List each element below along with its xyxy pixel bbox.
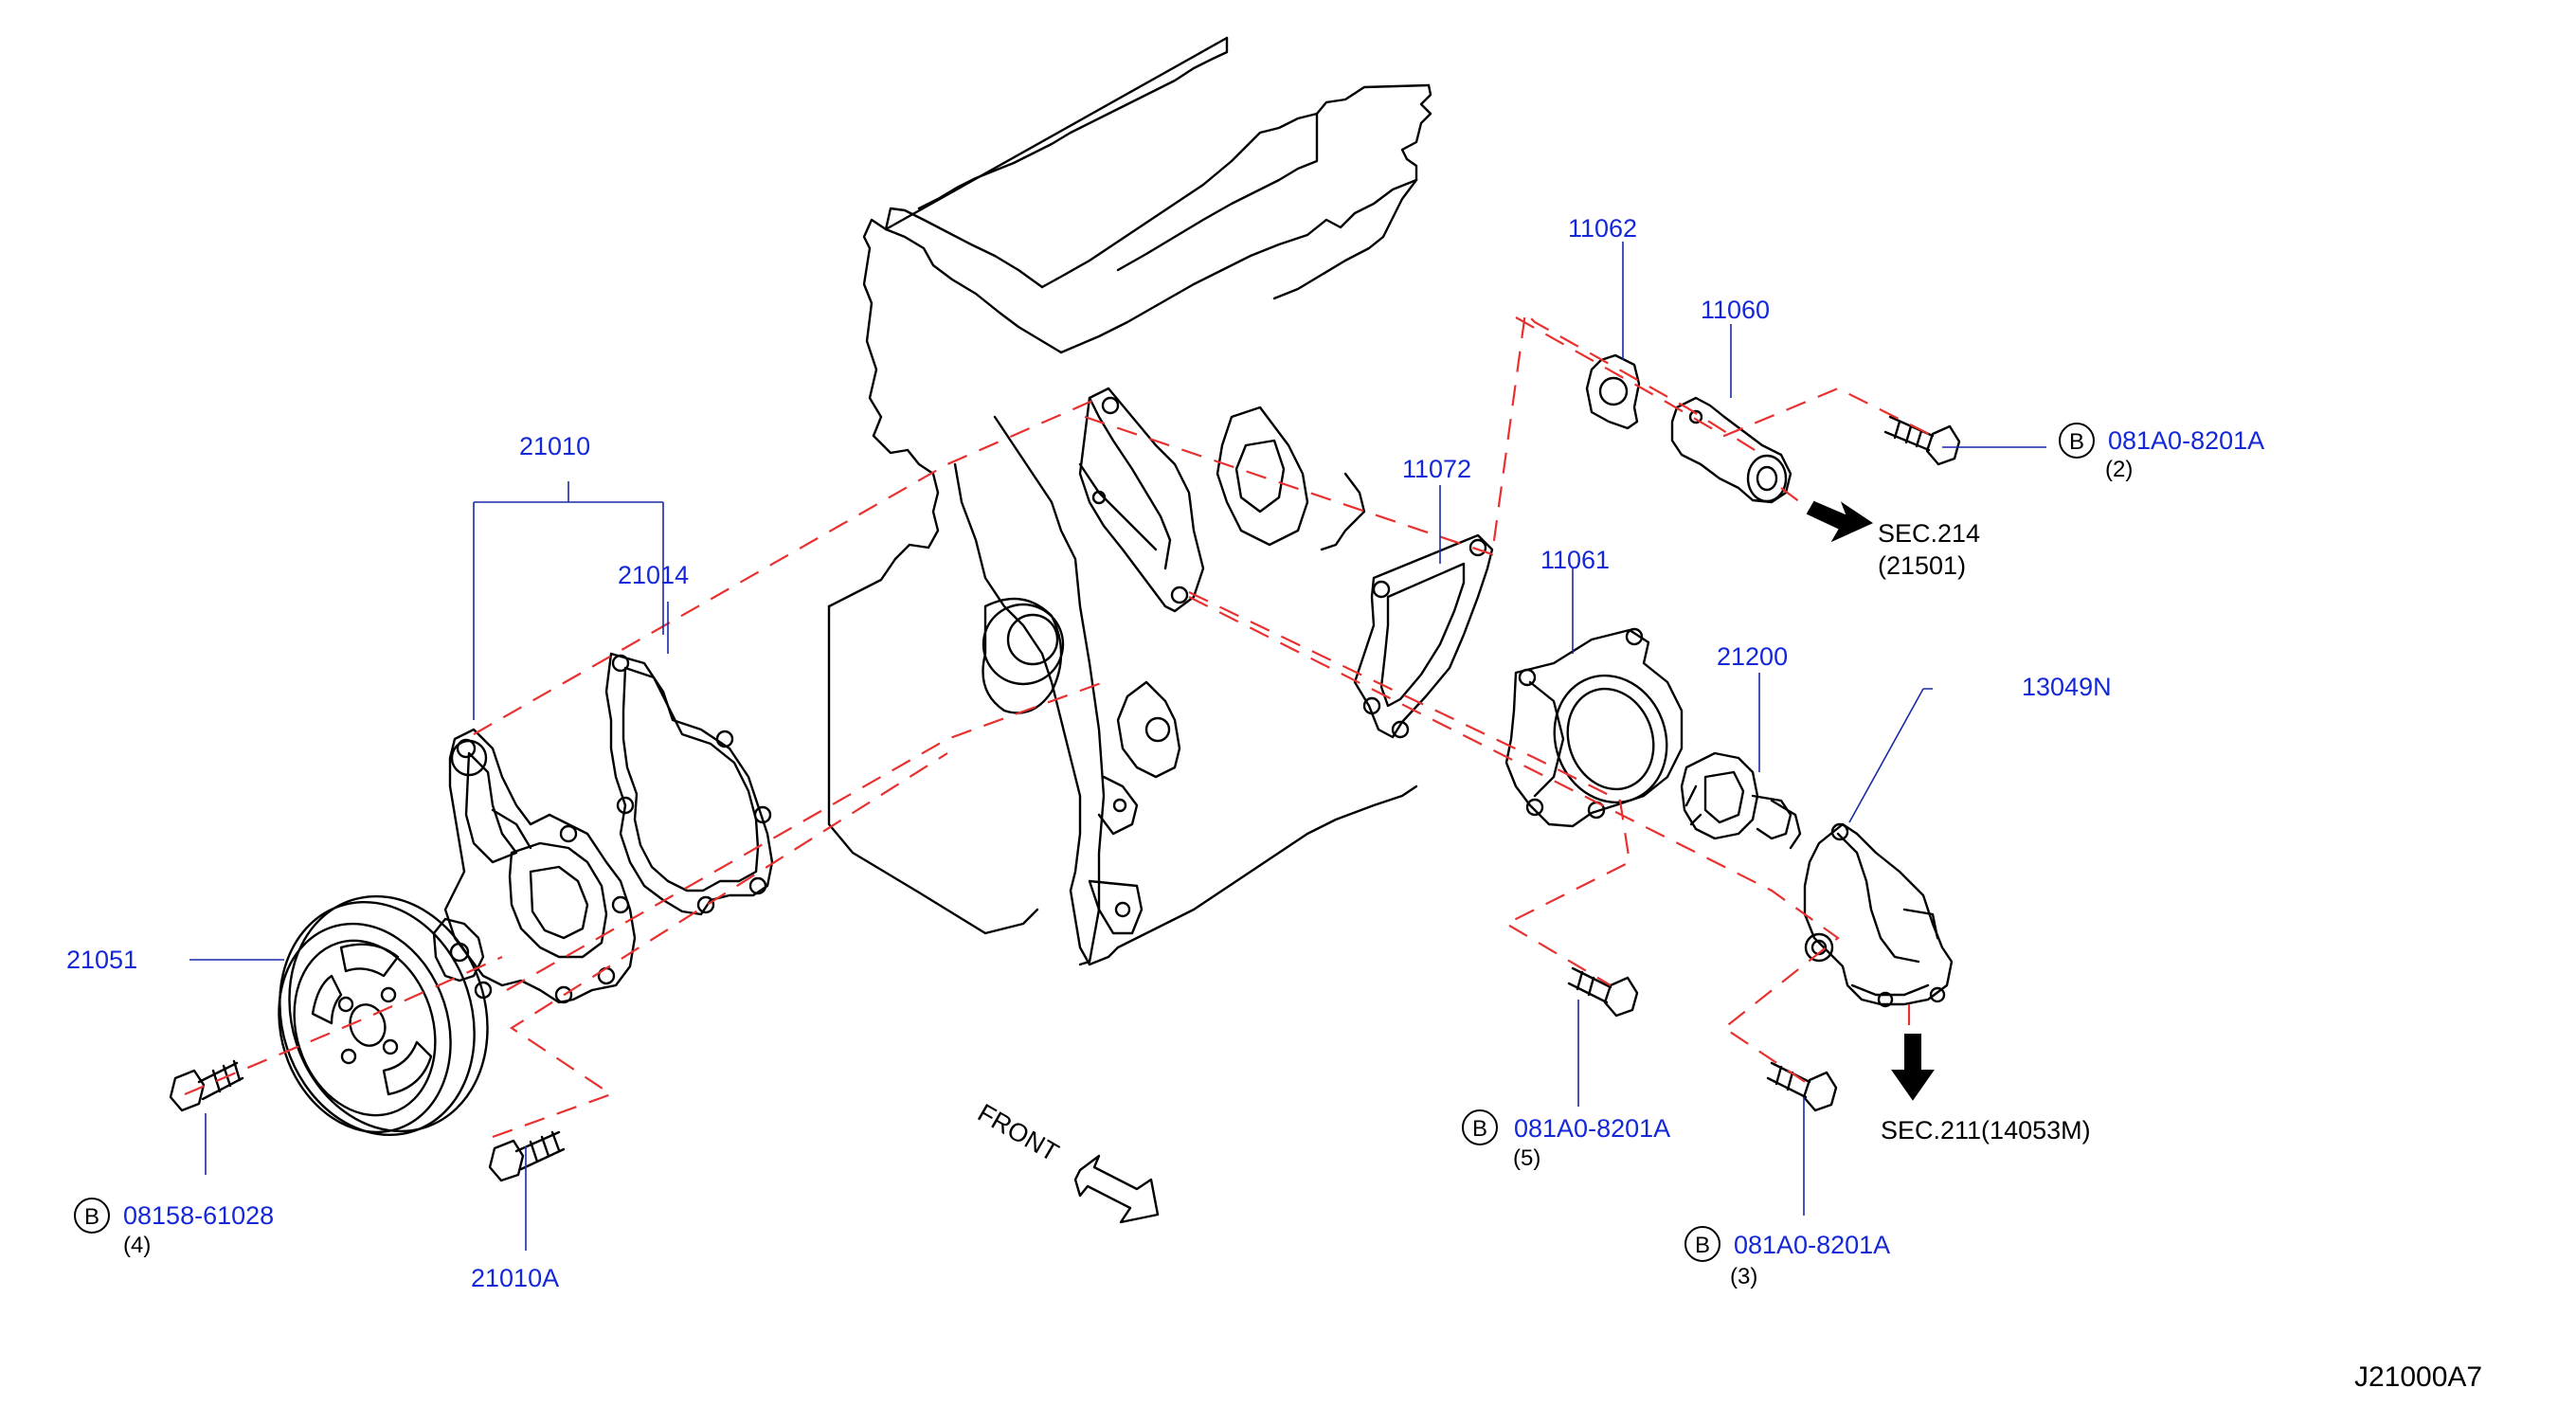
leader-lines [189,242,2046,1251]
water-inlet-housing [1803,822,1954,1008]
bolt-callout-081A0-2: B 081A0-8201A (2) [2059,423,2264,482]
outlet-bolt-upper [1883,415,1961,466]
part-number-21014: 21014 [618,561,689,589]
bolt-part-number: 081A0-8201A [2108,426,2264,455]
diagram-code: J21000A7 [2354,1361,2482,1393]
part-number-11072: 11072 [1402,455,1471,483]
bolt-quantity: (4) [123,1233,151,1258]
bolt-marker-b [1462,1109,1498,1145]
part-number-11062: 11062 [1568,214,1637,243]
part-number-11060: 11060 [1701,296,1770,324]
section-ref-211: SEC.211(14053M) [1881,1116,2091,1145]
pulley-bolt [169,1059,244,1112]
housing-bolt-3 [1766,1061,1838,1112]
bolt-quantity: (5) [1513,1145,1540,1171]
bolt-callout-081A0-3: B 081A0-8201A (3) [1684,1226,1890,1289]
bolt-part-number: 081A0-8201A [1514,1114,1670,1143]
part-number-21010A: 21010A [471,1264,559,1292]
thermostat [1680,751,1802,850]
thermostat-housing [1504,627,1684,828]
bolt-part-number: 08158-61028 [123,1201,274,1230]
bolt-callout-081A0-5: B 081A0-8201A (5) [1462,1109,1670,1171]
front-label: FRONT [973,1098,1064,1166]
water-pump-pulley [278,894,489,1137]
water-outlet-pipe [1670,396,1792,504]
water-outlet-gasket [1353,533,1494,739]
bolt-marker-letter: B [2069,429,2084,455]
housing-bolt-5 [1567,966,1639,1018]
section-ref-214: SEC.214 [1878,519,1980,548]
bolt-marker-b [2059,423,2095,459]
water-pump-bolt [488,1130,566,1182]
bolt-marker-b [1684,1226,1720,1262]
bolt-quantity: (2) [2105,457,2133,482]
part-number-21010: 21010 [519,432,590,460]
assembly-lines [184,310,1934,1139]
water-pump-body [432,728,637,1004]
part-number-13049N: 13049N [2022,673,2112,701]
part-number-21200: 21200 [1717,642,1788,671]
front-arrow [1073,1154,1160,1224]
bolt-marker-letter: B [84,1204,99,1230]
part-number-11061: 11061 [1540,546,1610,574]
bolt-marker-letter: B [1472,1116,1487,1142]
section-arrow-211 [1891,1034,1935,1101]
bolt-marker-b [74,1198,110,1234]
water-pump-gasket [604,652,774,916]
bolt-quantity: (3) [1730,1264,1757,1289]
bolt-marker-letter: B [1695,1233,1710,1258]
part-number-21051: 21051 [66,946,137,974]
outlet-gasket-small [1585,353,1641,430]
section-arrow-214 [1806,500,1874,543]
engine-block-outline [827,36,1432,966]
section-ref-214-sub: (21501) [1878,551,1966,580]
bolt-part-number: 081A0-8201A [1734,1231,1890,1259]
bolt-callout-08158-4: B 08158-61028 (4) [74,1198,274,1258]
